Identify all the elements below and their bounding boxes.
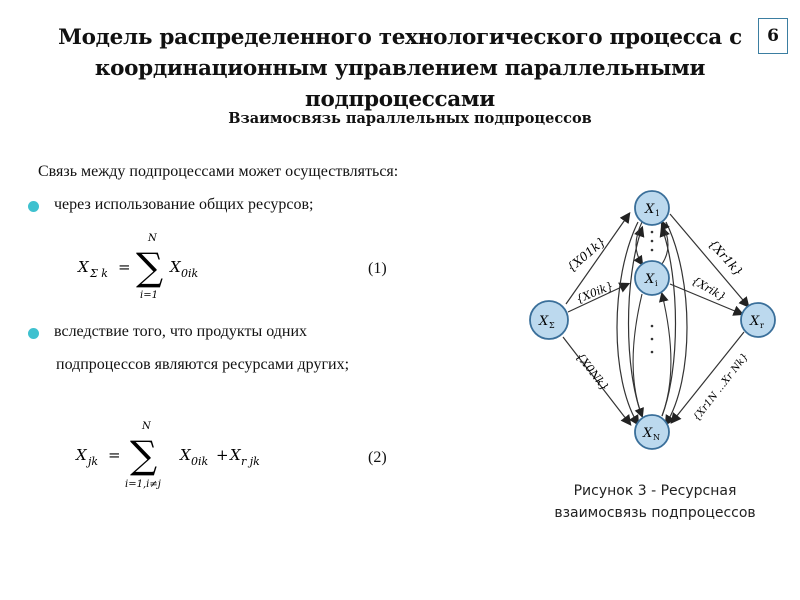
svg-text:X: X [179,446,192,464]
svg-text:i=1,i≠j: i=1,i≠j [125,479,161,490]
arc-x1-xn-left-outer [616,221,640,427]
slide-title-line-1: Модель распределенного технологического … [58,25,742,50]
svg-text:X: X [75,446,88,464]
svg-text:i=1: i=1 [140,290,158,301]
svg-text:∑: ∑ [136,245,163,289]
svg-text:N: N [147,233,158,244]
svg-text:X: X [749,314,760,329]
svg-text:jk: jk [85,455,98,468]
svg-text:X: X [229,446,242,464]
edge-x1-xr [669,213,750,308]
svg-text:Σ k: Σ k [89,267,108,280]
arc-xn-xi [658,291,672,417]
svg-text:N: N [141,421,152,432]
edge-xr-xn [670,331,745,424]
edge-xs-xn [562,336,632,426]
edge-xs-xi [567,282,631,313]
svg-text:0ik: 0ik [181,267,199,280]
slide-title-line-2: координационным управлением параллельным… [94,56,706,112]
svg-text:r: r [760,321,764,330]
bullet-dot-icon [28,201,39,212]
svg-text:1: 1 [655,209,660,218]
bullet-dot-icon [28,328,39,339]
edge-xs-x1 [565,212,631,305]
resource-interconnection-diagram: {X01k} {X0ik} {X0Nk} {Xr1k} {Xrik} {Xr1N… [529,190,776,450]
figure-caption-line-2: взаимосвязь подпроцессов [554,505,756,521]
svg-text:X: X [644,272,655,287]
bullet-item-1-text: через использование общих ресурсов; [54,196,314,213]
svg-text:Σ: Σ [549,321,555,330]
equation-1-number: (1) [368,260,387,277]
svg-text:X: X [644,202,655,217]
svg-text:N: N [653,433,660,442]
figure-caption: Рисунок 3 - Ресурсная взаимосвязь подпро… [520,480,790,524]
equation-2-number: (2) [368,449,387,466]
intro-text: Связь между подпроцессами может осуществ… [38,163,399,180]
svg-text:X: X [538,314,549,329]
section-subtitle: Взаимосвязь параллельных подпроцессов [228,110,592,127]
formula-1: X Σ k = ∑ N i=1 X 0ik [77,233,199,301]
svg-text:=: = [108,446,121,464]
edge-xi-xr [669,283,745,316]
svg-text:+: + [216,446,229,464]
edge-label-xr1k: {Xr1k} [706,237,746,279]
svg-text:r jk: r jk [241,455,260,468]
edge-label-x0nk: {X0Nk} [573,350,611,394]
arc-xi-x1 [660,220,670,265]
svg-text:i: i [655,279,658,288]
formula-2: X jk = ∑ N i=1,i≠j X 0ik + X r jk [75,421,260,490]
figure-caption-line-1: Рисунок 3 - Ресурсная [573,483,737,499]
arc-x1-xi [633,221,644,266]
ellipsis-dots-upper [650,230,654,252]
ellipsis-dots-lower [650,324,654,354]
slide-title: Модель распределенного технологического … [0,22,800,115]
edge-label-xrik: {Xrik} [689,274,728,304]
bullet-item-2-continuation: подпроцессов являются ресурсами других; [56,356,350,373]
svg-text:X: X [169,258,182,276]
page-number-badge: 6 [758,18,788,54]
svg-text:X: X [642,426,653,441]
arc-xi-xn [632,293,644,419]
arc-x1-xn-right-outer [664,221,688,427]
svg-text:0ik: 0ik [191,455,209,468]
bullet-item-2-text: вследствие того, что продукты одних [54,323,308,340]
svg-text:∑: ∑ [130,433,157,477]
edge-label-x01k: {X01k} [564,234,609,275]
svg-text:=: = [118,258,131,276]
svg-text:X: X [77,258,90,276]
